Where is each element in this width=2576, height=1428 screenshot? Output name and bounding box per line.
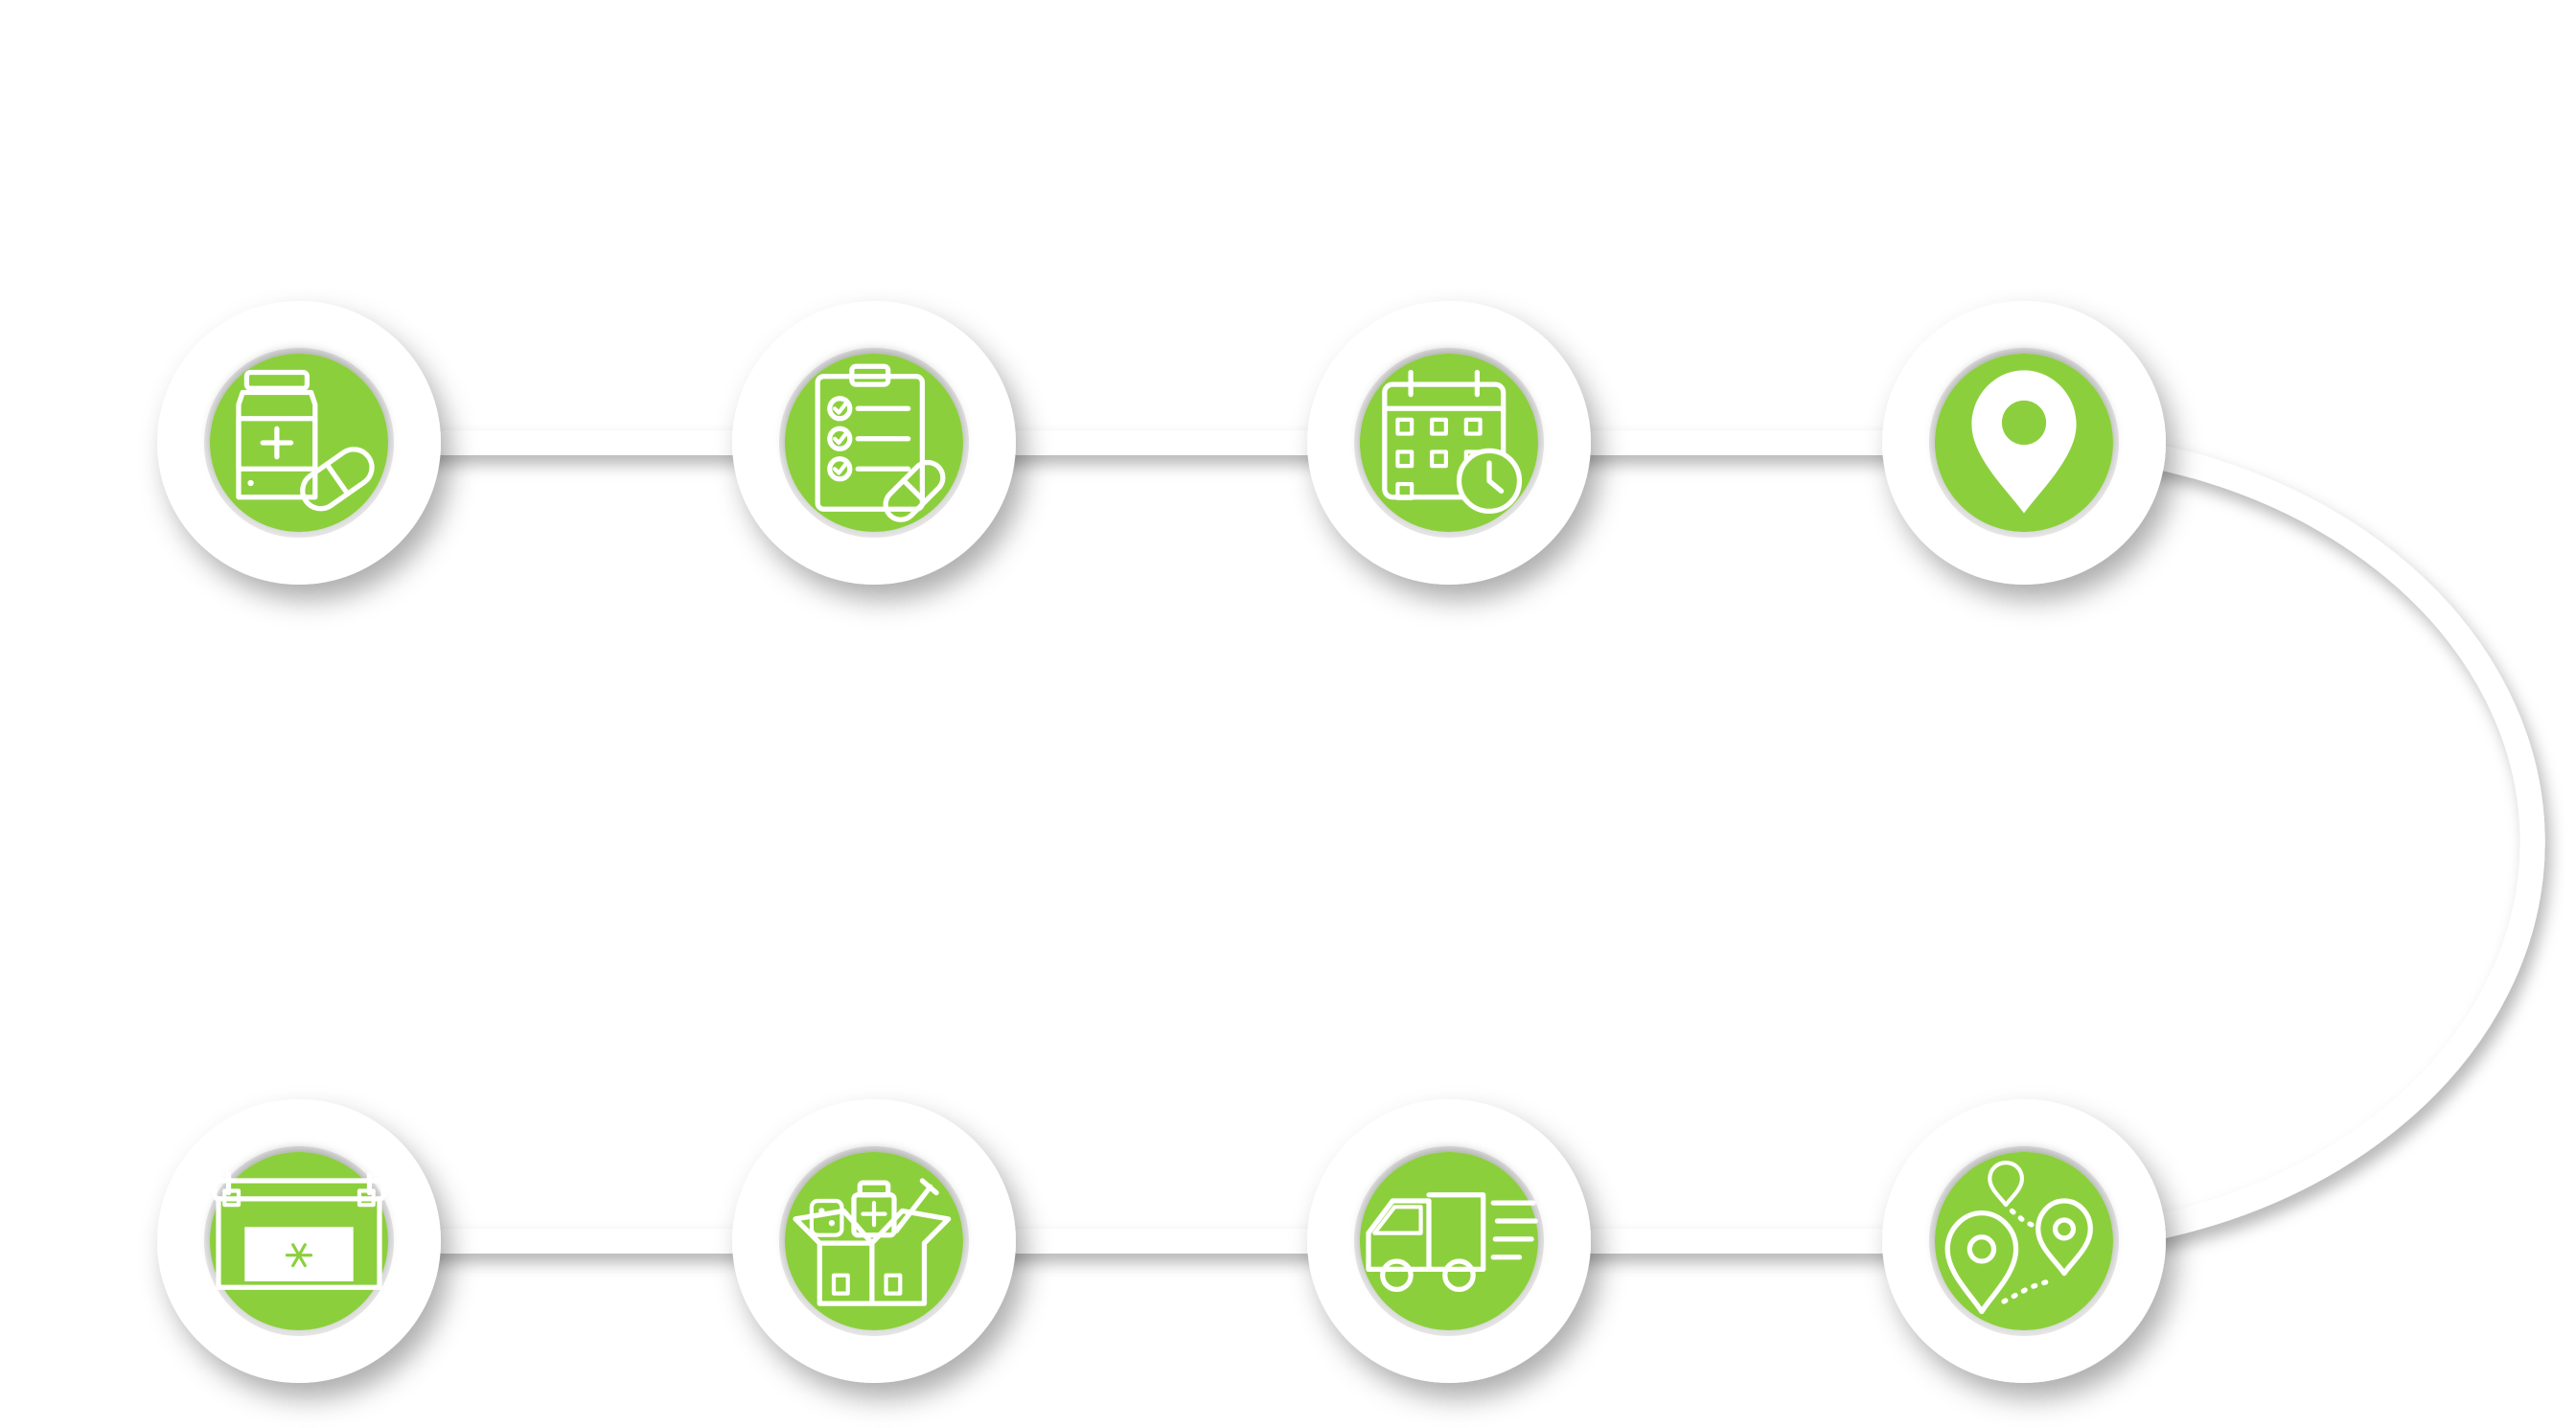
step-badge — [785, 354, 963, 532]
cooler-box-snowflake-icon — [212, 1172, 386, 1290]
connector-path — [287, 430, 2545, 1254]
step-node — [732, 301, 1016, 585]
step-badge — [1935, 1152, 2113, 1330]
medicine-bottle-pills-icon — [236, 369, 375, 512]
step-nodes — [157, 301, 2166, 1383]
medical-supplies-box-icon — [793, 1178, 952, 1306]
calendar-clock-icon — [1382, 369, 1523, 515]
step-node — [1882, 1099, 2166, 1383]
step-node — [157, 301, 441, 585]
step-node — [157, 1099, 441, 1383]
connector-track — [287, 430, 2545, 1254]
step-node — [1882, 301, 2166, 585]
location-pin-icon — [1971, 370, 2077, 514]
route-map-pins-icon — [1944, 1161, 2093, 1315]
step-node — [1307, 301, 1591, 585]
clipboard-checklist-pill-icon — [815, 363, 946, 522]
step-node — [1307, 1099, 1591, 1383]
delivery-truck-icon — [1366, 1192, 1538, 1293]
step-node — [732, 1099, 1016, 1383]
